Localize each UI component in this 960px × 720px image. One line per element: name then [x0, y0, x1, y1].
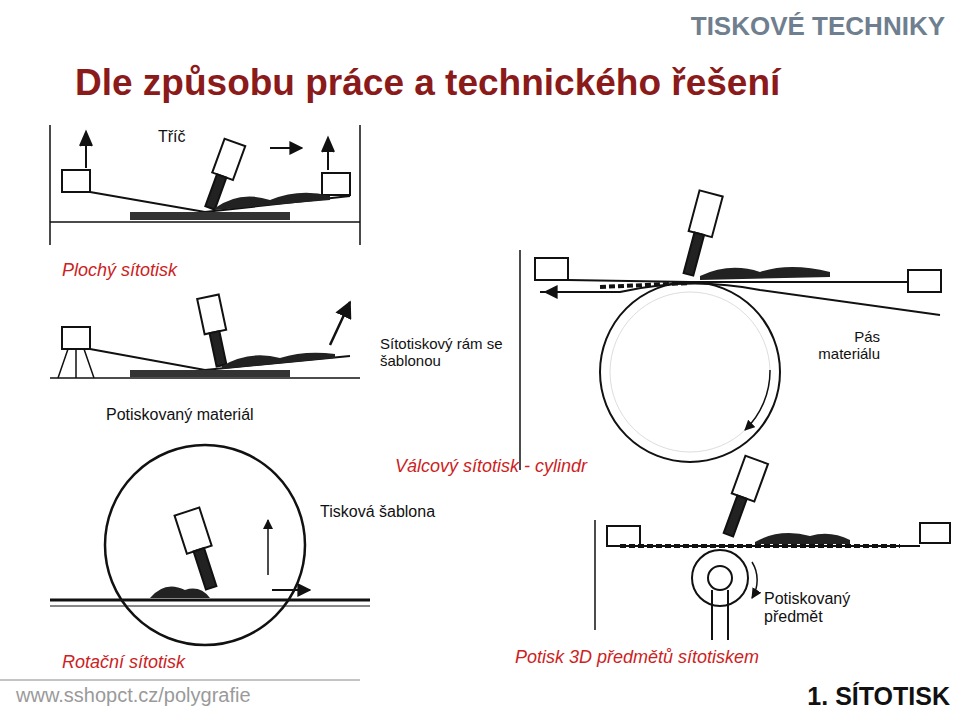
- section-header: TISKOVÉ TECHNIKY: [640, 12, 945, 42]
- method-caption: Válcový sítotisk - cylindr: [395, 456, 650, 477]
- part-label: Sítotiskový rám se šablonou: [380, 335, 515, 370]
- part-label: Tříč: [158, 128, 238, 146]
- method-caption: Plochý sítotisk: [62, 260, 282, 281]
- part-label: Tisková šablona: [320, 503, 480, 521]
- method-caption: Potisk 3D předmětů sítotiskem: [515, 647, 855, 668]
- method-caption: Rotační sítotisk: [62, 652, 282, 673]
- part-label: Pás materiálu: [800, 328, 880, 363]
- part-label: Potiskovaný materiál: [106, 406, 326, 424]
- footer-url: www.sshopct.cz/polygrafie: [16, 684, 336, 707]
- footer-section: 1. SÍTOTISK: [770, 682, 950, 711]
- part-label: Potiskovaný předmět: [764, 590, 894, 627]
- slide-title: Dle způsobu práce a technického řešení: [75, 62, 795, 105]
